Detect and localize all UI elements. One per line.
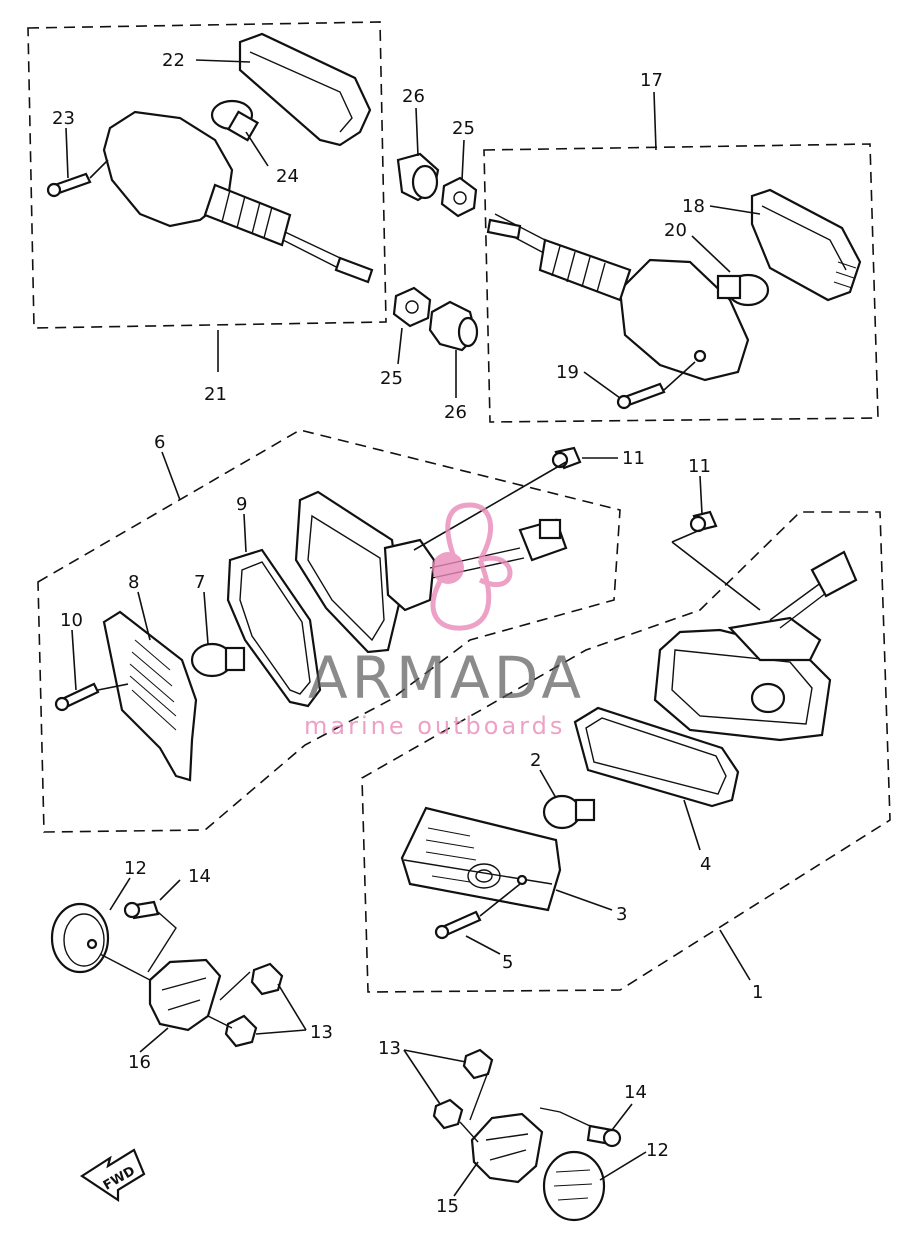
callout-26-bottom: 26: [444, 402, 467, 423]
bracket-16: [148, 958, 222, 1032]
callout-labels: 22 23 24 26 25 17 18 20 19 21 25 26 6 11…: [52, 50, 763, 1217]
callout-12-right: 12: [646, 1140, 669, 1161]
nut-13-right-b: [432, 1098, 464, 1130]
watermark: ARMADA marine outboards: [304, 502, 585, 740]
callout-21: 21: [204, 384, 227, 405]
bracket-assembly-left: [50, 900, 284, 1048]
group-6-assembly: [37, 429, 621, 833]
bulb-2: [542, 794, 582, 830]
group-1-assembly: [361, 510, 891, 993]
callout-26-top: 26: [402, 86, 425, 107]
nut-13-left-a: [250, 962, 284, 996]
flasher-lens-3: [400, 806, 562, 912]
flasher-stem-17: [538, 238, 632, 302]
callout-8: 8: [128, 572, 139, 593]
callout-4: 4: [700, 854, 711, 875]
callout-10: 10: [60, 610, 83, 631]
callout-25-top: 25: [452, 118, 475, 139]
callout-6: 6: [154, 432, 165, 453]
callout-25-bottom: 25: [380, 368, 403, 389]
flasher-lens-22: [238, 32, 372, 147]
flasher-stem-21: [203, 183, 292, 247]
flasher-lens-8: [102, 610, 198, 782]
bracket-15: [470, 1112, 544, 1184]
callout-3: 3: [616, 904, 627, 925]
group-17-assembly: [483, 143, 879, 423]
cap-12-left: [50, 902, 110, 974]
wire-connector-1: [810, 550, 858, 598]
bracket-assembly-right: [432, 1048, 622, 1222]
nut-13-right-a: [462, 1048, 494, 1080]
nut-13-left-b: [224, 1014, 258, 1048]
callout-13-right: 13: [378, 1038, 401, 1059]
nut-25-top: [440, 176, 478, 218]
callout-20: 20: [664, 220, 687, 241]
flasher-housing-17: [618, 258, 750, 382]
callout-22: 22: [162, 50, 185, 71]
callout-19: 19: [556, 362, 579, 383]
gasket-9: [226, 548, 322, 708]
watermark-tagline: marine outboards: [304, 712, 565, 740]
grommets-and-nuts: [392, 152, 479, 352]
group-21-assembly: [27, 21, 387, 329]
nut-25-bottom: [392, 286, 432, 328]
callout-1: 1: [752, 982, 763, 1003]
gasket-4: [573, 706, 740, 808]
leader-lines: [65, 59, 761, 1197]
wire-connector-17: [486, 218, 522, 240]
callout-23: 23: [52, 108, 75, 129]
cap-12-right: [542, 1150, 606, 1222]
watermark-logo-icon: [430, 502, 513, 631]
callout-15: 15: [436, 1196, 459, 1217]
wire-connector-21: [334, 256, 374, 284]
callout-7: 7: [194, 572, 205, 593]
fwd-arrow-icon: FWD: [79, 1148, 146, 1203]
watermark-brand: ARMADA: [308, 644, 585, 712]
callout-14-right: 14: [624, 1082, 647, 1103]
callout-11-right: 11: [688, 456, 711, 477]
callout-18: 18: [682, 196, 705, 217]
callout-14-left: 14: [188, 866, 211, 887]
callout-11-upper: 11: [622, 448, 645, 469]
callout-13-left: 13: [310, 1022, 333, 1043]
callout-17: 17: [640, 70, 663, 91]
callout-5: 5: [502, 952, 513, 973]
flasher-lens-18: [750, 188, 862, 302]
callout-2: 2: [530, 750, 541, 771]
callout-12-left: 12: [124, 858, 147, 879]
callout-16: 16: [128, 1052, 151, 1073]
flasher-housing-6: [294, 490, 402, 654]
callout-24: 24: [276, 166, 299, 187]
callout-9: 9: [236, 494, 247, 515]
